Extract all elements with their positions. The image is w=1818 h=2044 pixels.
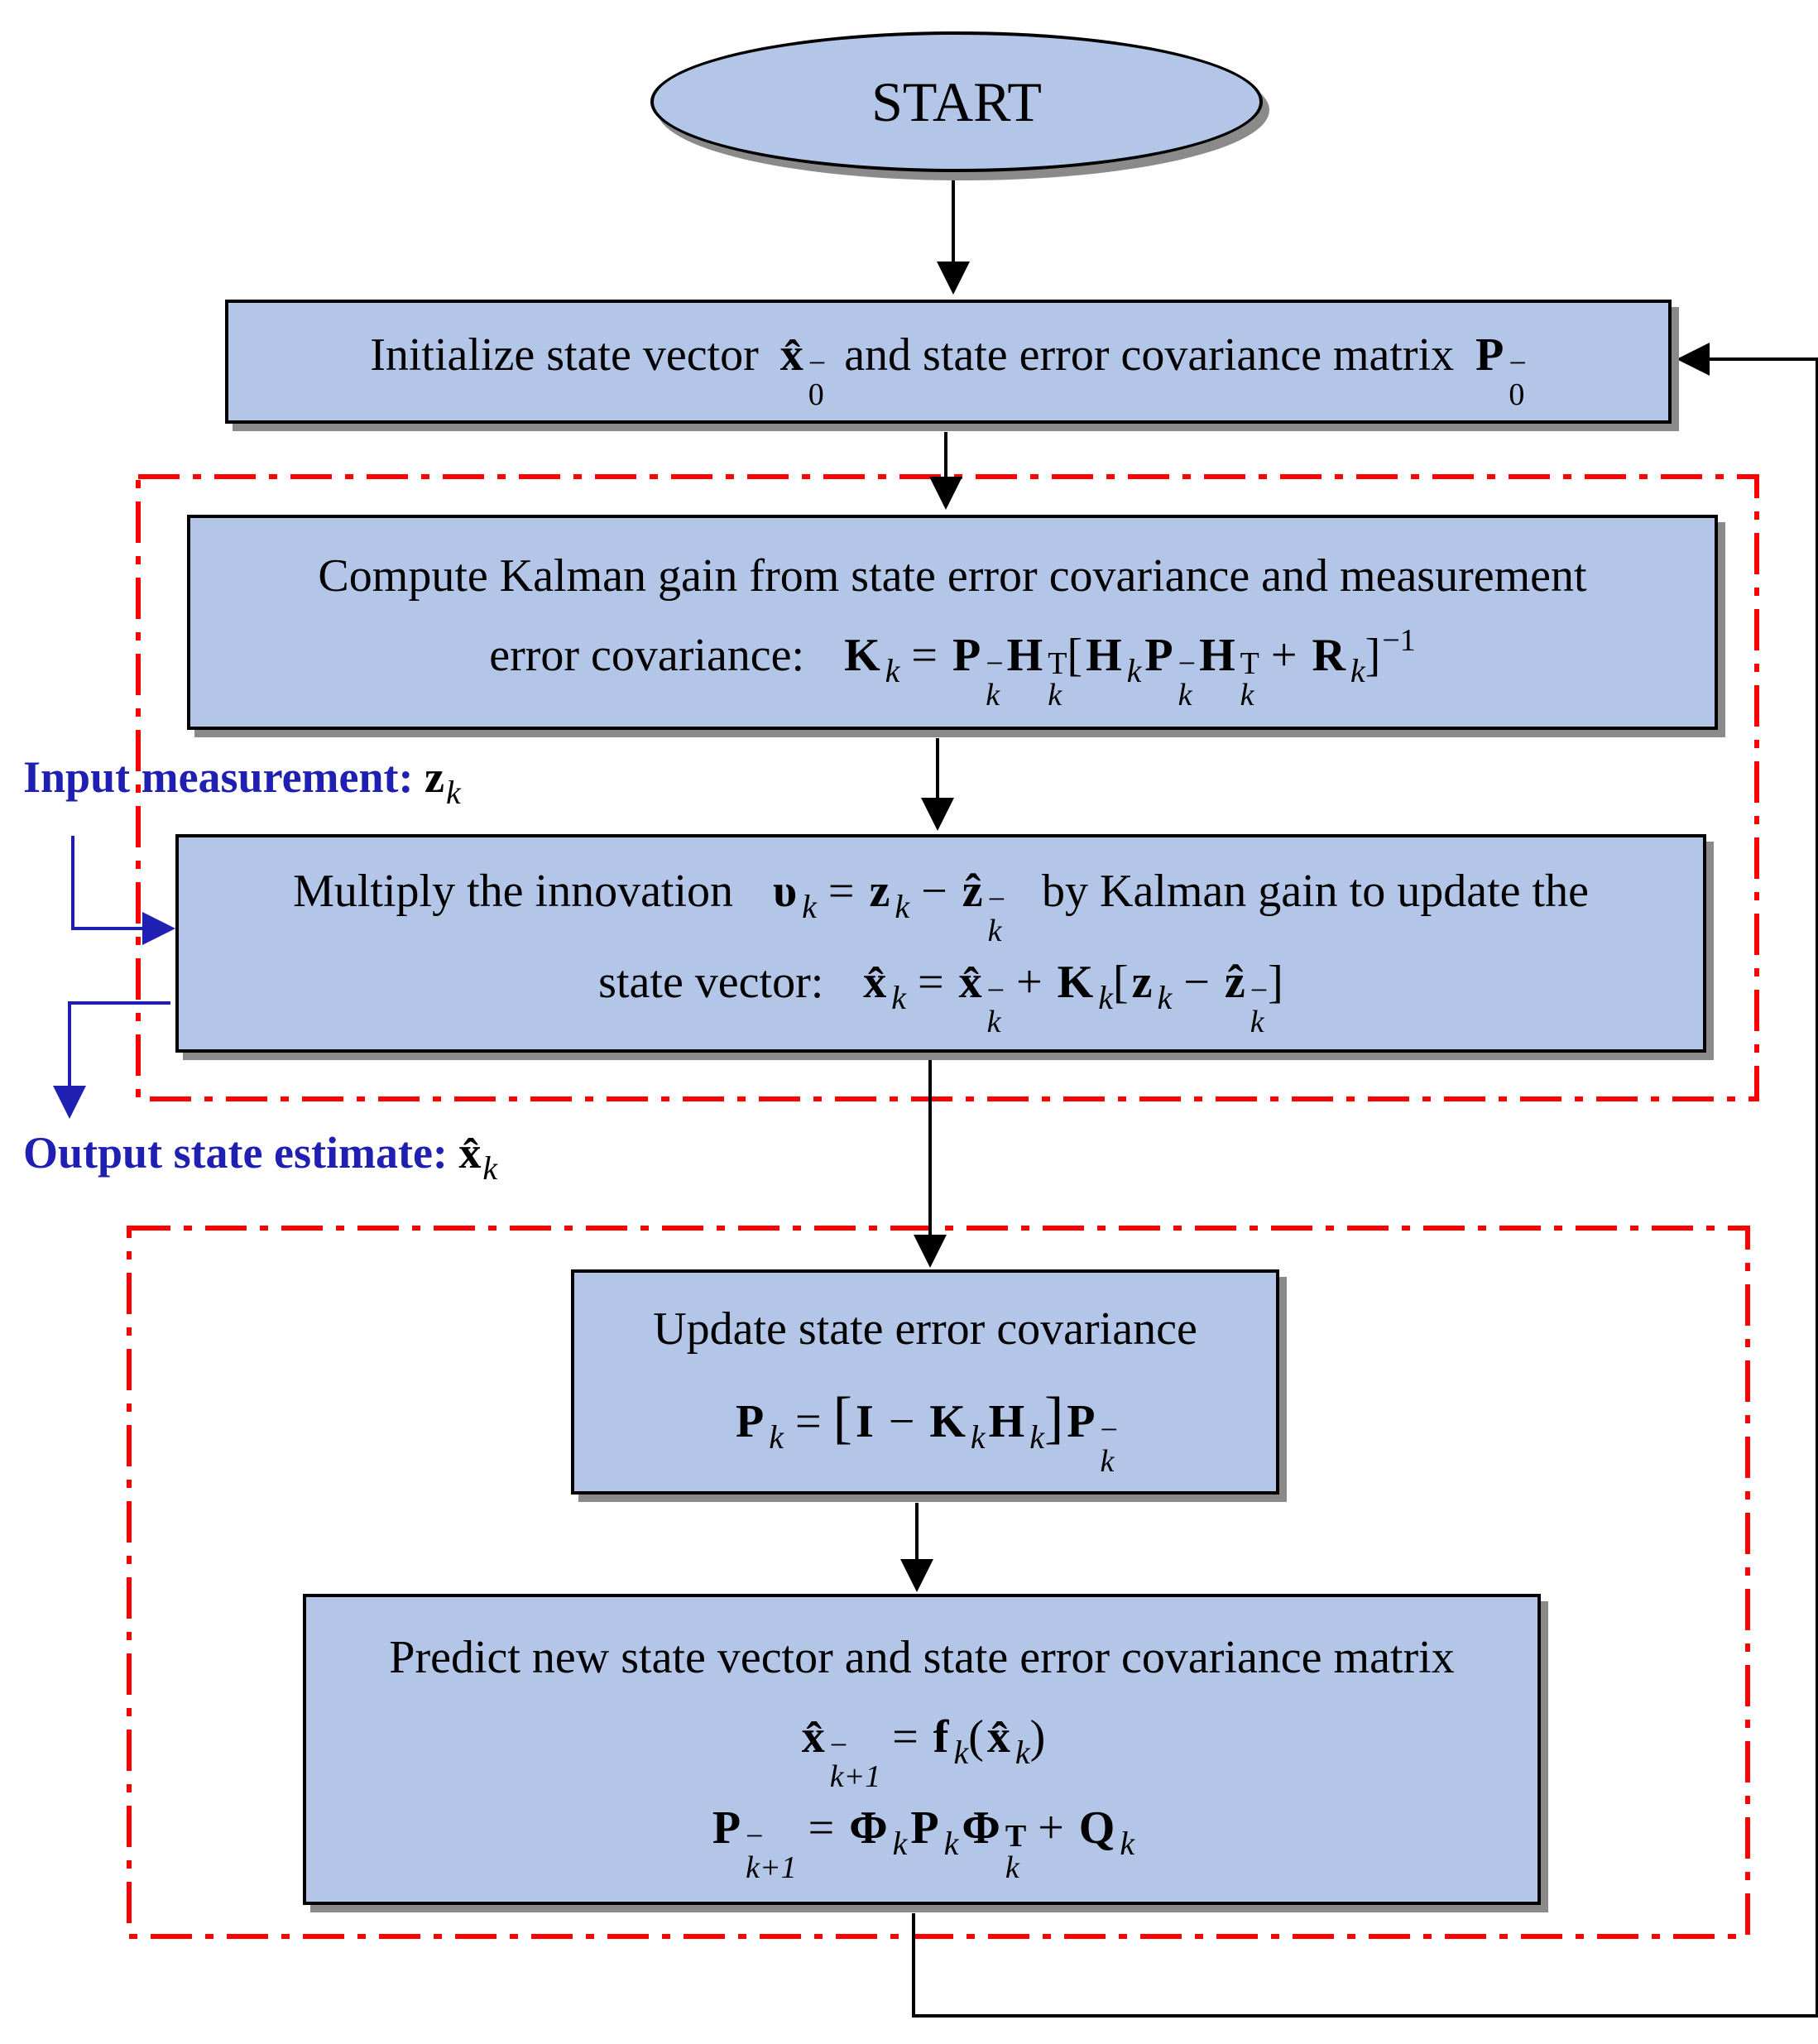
covariance-update-title: Update state error covariance — [653, 1303, 1197, 1355]
output-state-estimate-label: Output state estimate: x̂k — [23, 1128, 498, 1187]
output-estimate-arrow — [53, 1001, 170, 1119]
input-measurement-label: Input measurement: zk — [23, 752, 461, 811]
initialize-step: Initialize state vector x̂ −0 and state … — [225, 300, 1672, 424]
start-label: START — [871, 70, 1042, 133]
input-measurement-arrow — [71, 836, 175, 945]
predict-step: Predict new state vector and state error… — [303, 1594, 1541, 1905]
kalman-gain-text: Compute Kalman gain from state error cov… — [318, 550, 1587, 602]
kalman-gain-step: Compute Kalman gain from state error cov… — [187, 515, 1718, 730]
initialize-text: Initialize state vector x̂ −0 and state … — [370, 316, 1527, 410]
update-group-boundary — [136, 474, 1759, 1101]
predict-group-boundary — [127, 1226, 1750, 1939]
state-vector-symbol: x̂ — [779, 329, 803, 381]
predict-title: Predict new state vector and state error… — [389, 1632, 1455, 1684]
start-node: START — [650, 31, 1263, 172]
covariance-symbol: P — [1475, 329, 1504, 381]
feedback-loop-arrow — [912, 343, 1818, 2018]
